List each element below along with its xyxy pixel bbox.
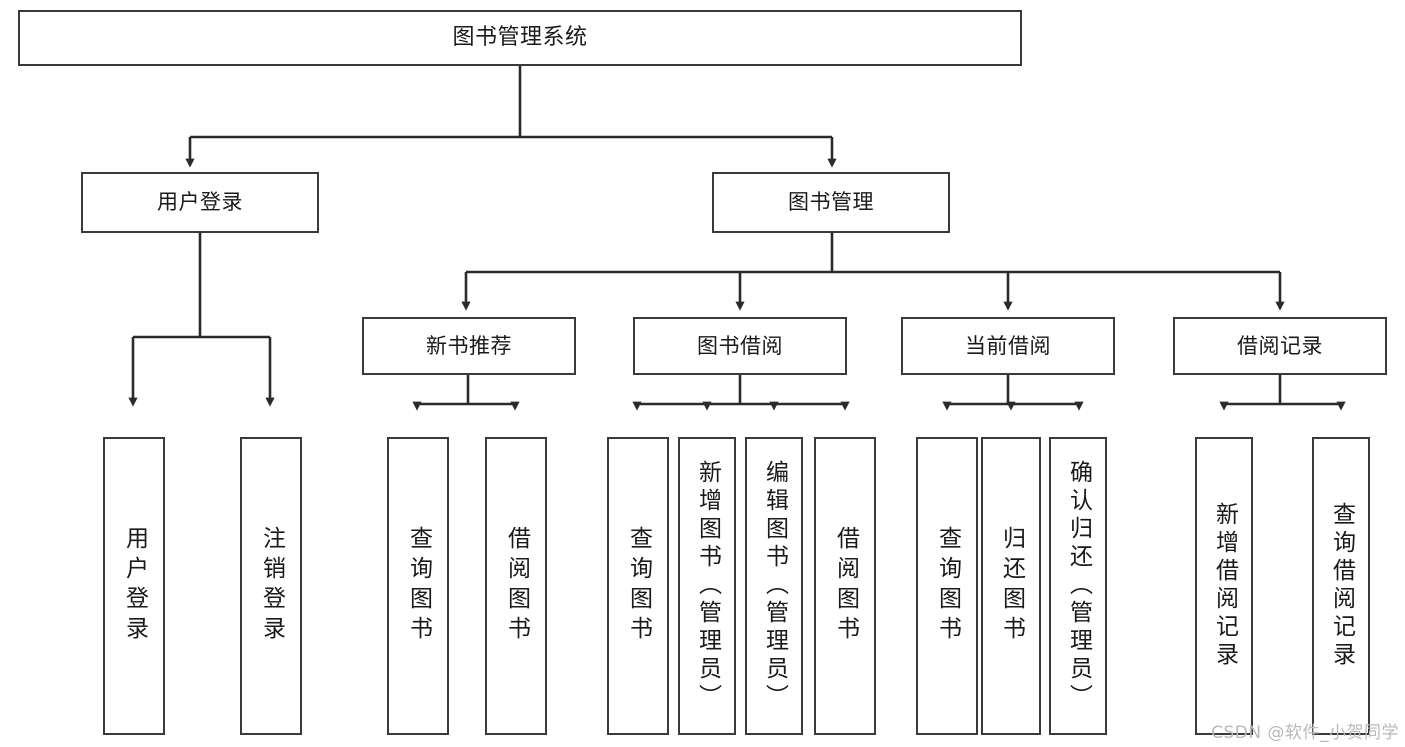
node-label: 图书借阅 bbox=[697, 333, 783, 358]
node-label: 图书管理 bbox=[788, 190, 874, 215]
watermark-csdn: CSDN @软件_小贺同学 bbox=[1211, 723, 1399, 743]
node-leaf-query-borrow-record[interactable]: 查询借阅记录 bbox=[1312, 437, 1370, 735]
node-label: 归还图书 bbox=[998, 526, 1025, 646]
node-label: 用户登录 bbox=[157, 190, 243, 215]
node-label: 用户登录 bbox=[121, 526, 148, 646]
node-label: 当前借阅 bbox=[965, 333, 1051, 358]
node-user-login[interactable]: 用户登录 bbox=[81, 172, 319, 233]
node-label: 确认归还（管理员） bbox=[1065, 460, 1092, 712]
node-leaf-logout-login[interactable]: 注销登录 bbox=[240, 437, 302, 735]
node-label: 借阅图书 bbox=[832, 526, 859, 646]
node-label: 新增图书（管理员） bbox=[694, 460, 721, 712]
node-leaf-query-book-current[interactable]: 查询图书 bbox=[916, 437, 978, 735]
node-label: 查询借阅记录 bbox=[1328, 502, 1355, 670]
node-label: 注销登录 bbox=[258, 526, 285, 646]
node-label: 新书推荐 bbox=[426, 333, 512, 358]
node-label: 查询图书 bbox=[934, 526, 961, 646]
node-current-borrow[interactable]: 当前借阅 bbox=[901, 317, 1115, 375]
node-leaf-confirm-return-admin[interactable]: 确认归还（管理员） bbox=[1049, 437, 1107, 735]
node-leaf-return-book[interactable]: 归还图书 bbox=[981, 437, 1041, 735]
node-label: 借阅图书 bbox=[503, 526, 530, 646]
node-leaf-user-login[interactable]: 用户登录 bbox=[103, 437, 165, 735]
node-borrow-record[interactable]: 借阅记录 bbox=[1173, 317, 1387, 375]
node-leaf-query-book-recommend[interactable]: 查询图书 bbox=[387, 437, 449, 735]
node-leaf-add-book-admin[interactable]: 新增图书（管理员） bbox=[678, 437, 736, 735]
node-leaf-borrow-book-recommend[interactable]: 借阅图书 bbox=[485, 437, 547, 735]
node-leaf-add-borrow-record[interactable]: 新增借阅记录 bbox=[1195, 437, 1253, 735]
node-leaf-query-book-borrow[interactable]: 查询图书 bbox=[607, 437, 669, 735]
node-leaf-borrow-book[interactable]: 借阅图书 bbox=[814, 437, 876, 735]
node-label: 图书管理系统 bbox=[452, 25, 588, 51]
node-label: 查询图书 bbox=[405, 526, 432, 646]
node-leaf-edit-book-admin[interactable]: 编辑图书（管理员） bbox=[745, 437, 803, 735]
node-book-borrow[interactable]: 图书借阅 bbox=[633, 317, 847, 375]
node-label: 查询图书 bbox=[625, 526, 652, 646]
node-label: 借阅记录 bbox=[1237, 333, 1323, 358]
node-root-book-management-system[interactable]: 图书管理系统 bbox=[18, 10, 1022, 66]
node-new-book-recommend[interactable]: 新书推荐 bbox=[362, 317, 576, 375]
node-book-management[interactable]: 图书管理 bbox=[712, 172, 950, 233]
node-label: 编辑图书（管理员） bbox=[761, 460, 788, 712]
node-label: 新增借阅记录 bbox=[1211, 502, 1238, 670]
